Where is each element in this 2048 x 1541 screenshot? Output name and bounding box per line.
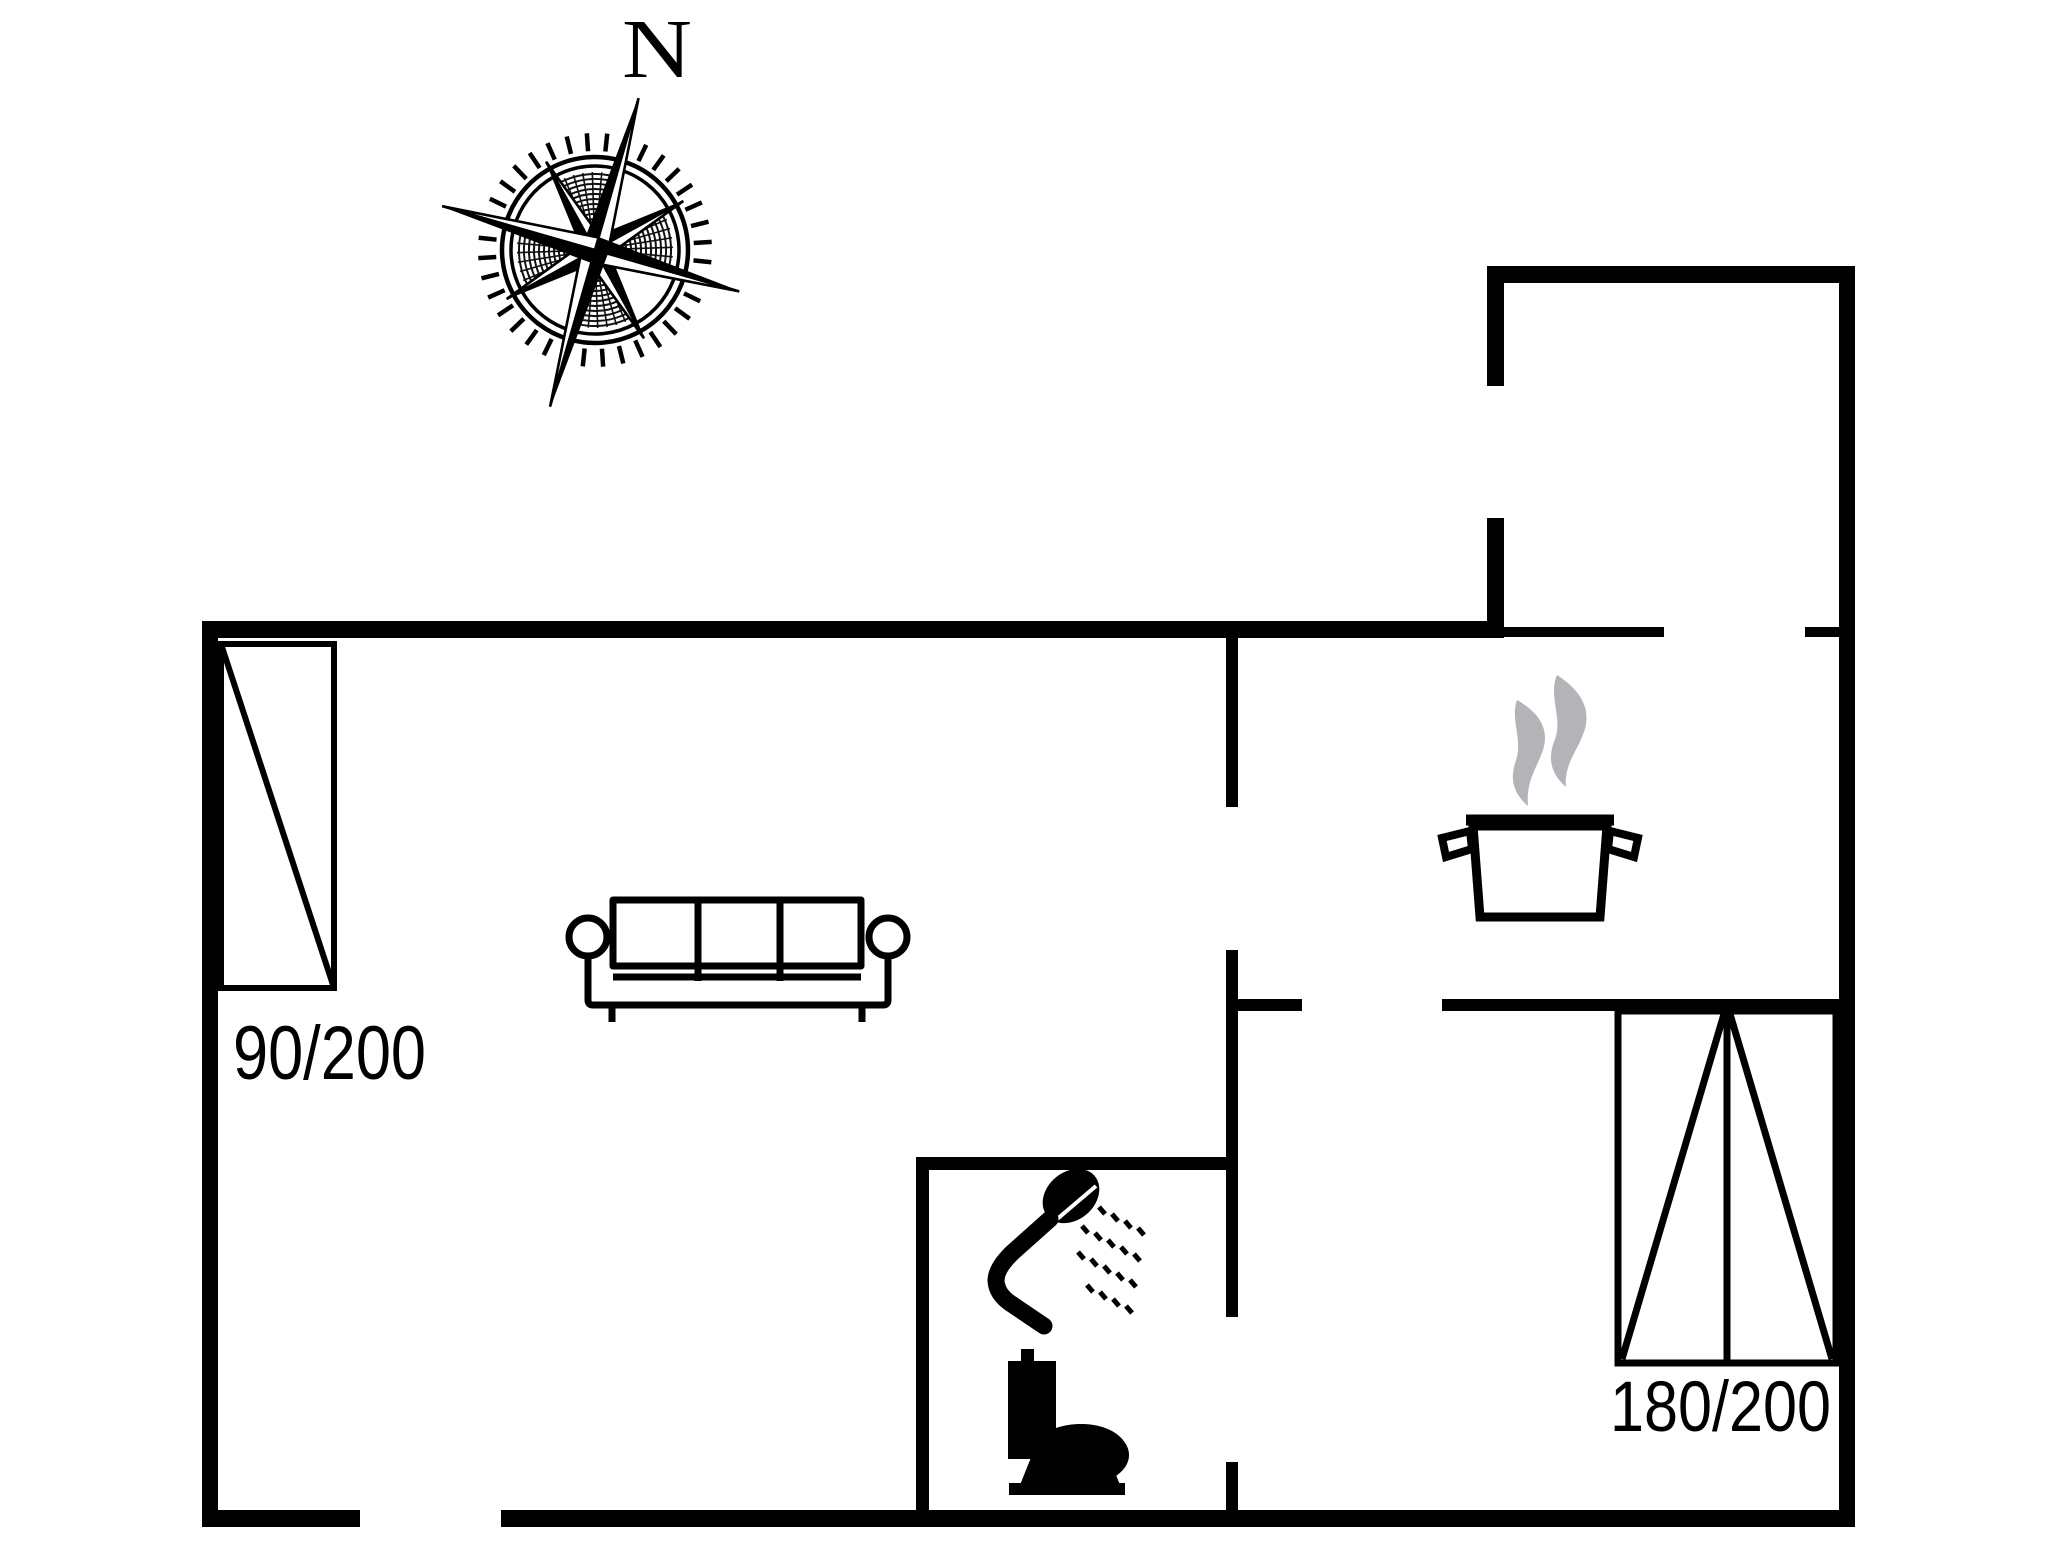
svg-text:N: N — [622, 3, 692, 96]
svg-text:180/200: 180/200 — [1610, 1368, 1831, 1447]
svg-text:90/200: 90/200 — [233, 1011, 426, 1096]
